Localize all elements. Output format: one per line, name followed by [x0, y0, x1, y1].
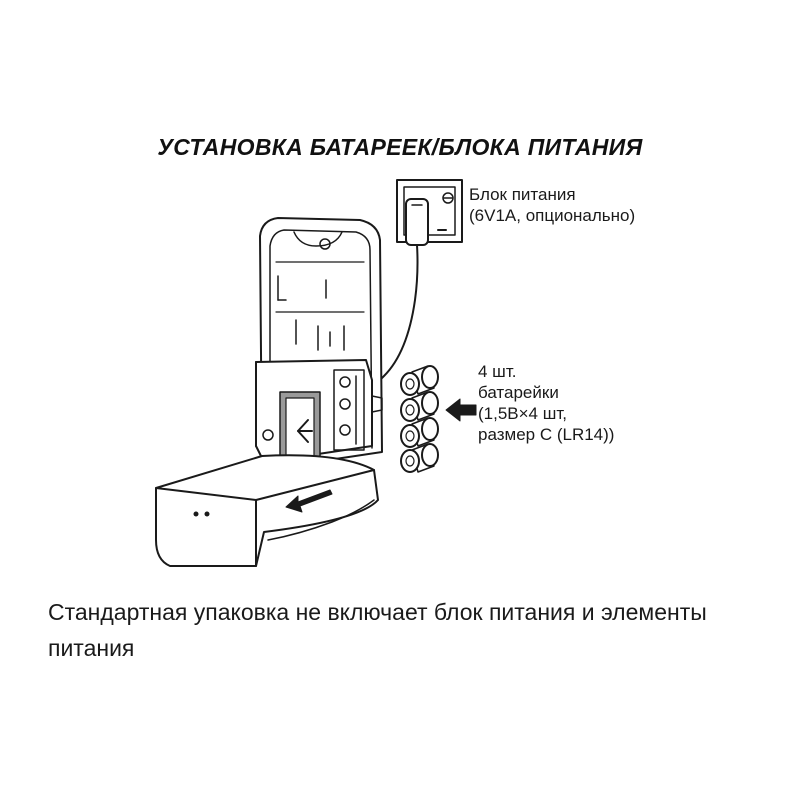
power-plug — [405, 198, 429, 246]
battery — [400, 391, 439, 422]
page-title: УСТАНОВКА БАТАРЕЕК/БЛОКА ПИТАНИЯ — [157, 134, 643, 160]
battery — [400, 443, 439, 473]
power-cable — [375, 244, 419, 385]
battery — [400, 417, 439, 448]
power-adapter-label: Блок питания (6V1A, опционально) — [469, 185, 636, 225]
package-note: Стандартная упаковка не включает блок пи… — [48, 599, 707, 661]
battery — [400, 365, 439, 396]
batteries — [400, 365, 439, 473]
insert-battery-arrow — [445, 398, 477, 422]
batteries-label: 4 шт. батарейки (1,5В×4 шт, размер С (LR… — [478, 362, 615, 444]
slide-out-arrow — [285, 489, 333, 513]
dispenser-front-cover — [155, 454, 379, 567]
